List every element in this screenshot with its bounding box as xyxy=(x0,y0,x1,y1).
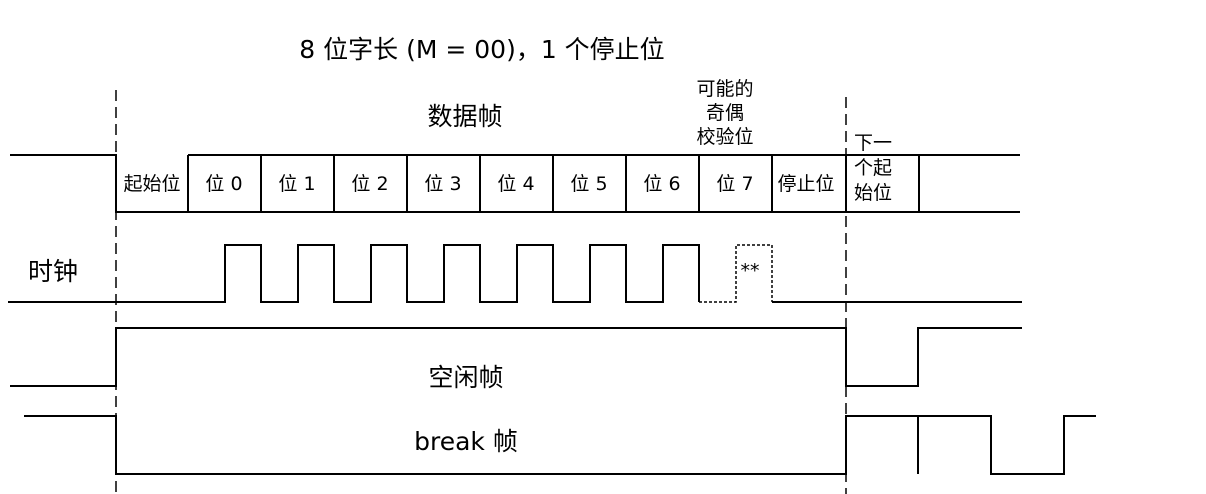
parity-label-line-2: 奇偶 xyxy=(706,102,744,124)
clock-parity-marker: ** xyxy=(741,260,760,282)
bit-label-0: 位 0 xyxy=(205,173,242,195)
clock-waveform xyxy=(8,244,700,303)
next-start-label-line-1: 下一 xyxy=(854,132,892,154)
data-waveform xyxy=(10,154,1020,213)
clock-label: 时钟 xyxy=(28,257,78,286)
parity-label-line-1: 可能的 xyxy=(696,78,753,100)
break-frame-label: break 帧 xyxy=(414,427,518,456)
bit-label-stop: 停止位 xyxy=(777,173,834,195)
bit-label-5: 位 5 xyxy=(570,173,607,195)
next-start-label-line-3: 始位 xyxy=(854,182,892,204)
break-frame-waveform xyxy=(24,415,1096,475)
data-frame-label: 数据帧 xyxy=(427,102,502,131)
bit-label-2: 位 2 xyxy=(351,173,388,195)
bit-label-7: 位 7 xyxy=(716,173,753,195)
diagram-title: 8 位字长 (M = 00)，1 个停止位 xyxy=(299,35,664,64)
bit-label-start: 起始位 xyxy=(123,173,180,195)
bit-label-1: 位 1 xyxy=(278,173,315,195)
next-start-label-line-2: 个起 xyxy=(854,157,892,179)
idle-frame-label: 空闲帧 xyxy=(428,363,503,392)
parity-label-line-3: 校验位 xyxy=(696,126,753,148)
bit-label-6: 位 6 xyxy=(643,173,680,195)
bit-label-3: 位 3 xyxy=(424,173,461,195)
bit-label-4: 位 4 xyxy=(497,173,534,195)
idle-frame-waveform xyxy=(10,327,1022,387)
clock-parity-pulse xyxy=(699,244,773,303)
